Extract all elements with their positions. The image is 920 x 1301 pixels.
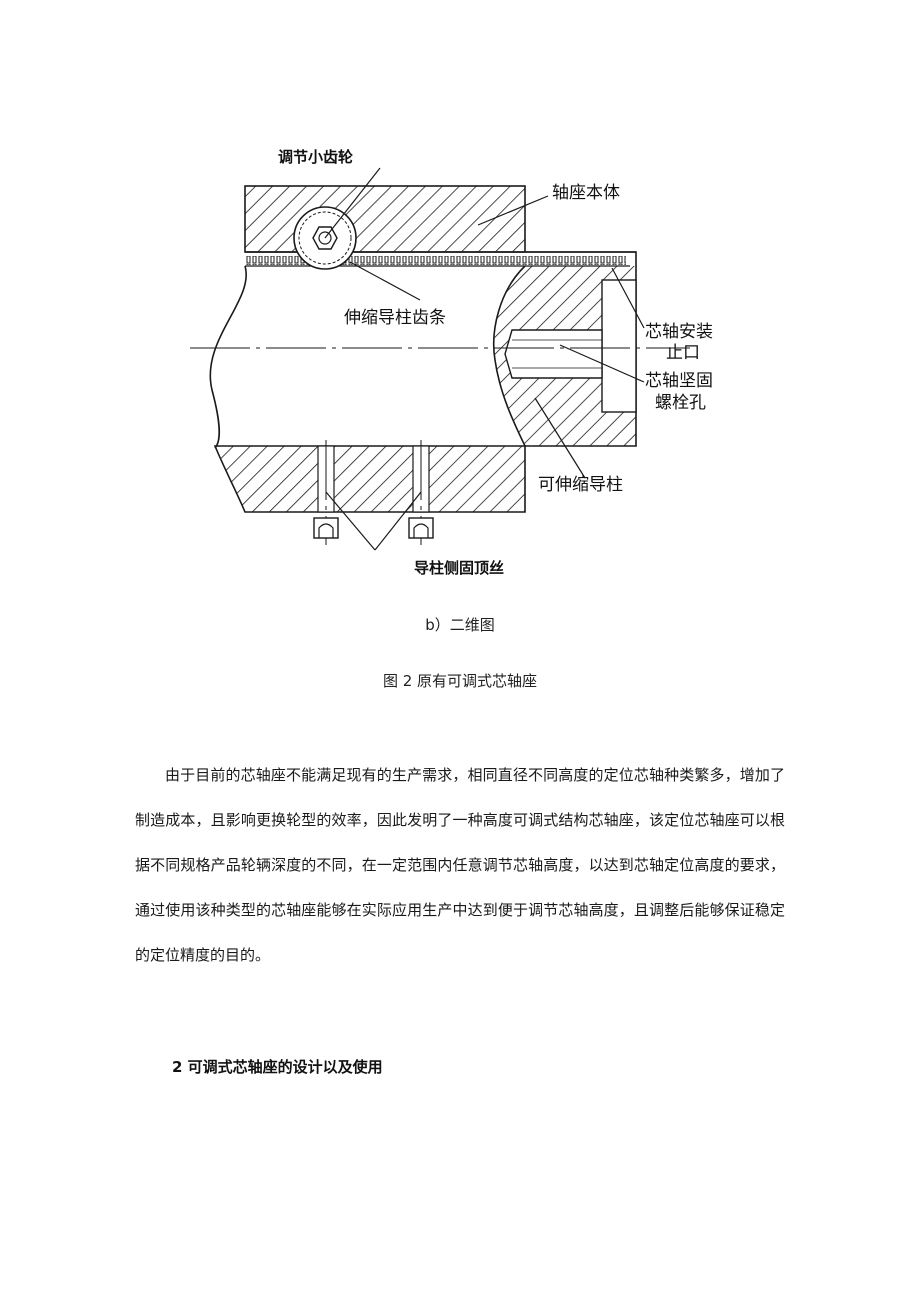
label-adjust-gear: 调节小齿轮 bbox=[278, 148, 353, 166]
label-bolt-hole-line1: 芯轴坚固 bbox=[645, 371, 713, 391]
mandrel-seat-2d-drawing: 调节小齿轮 轴座本体 伸缩导柱齿条 芯轴安装 止口 芯轴坚固 螺栓孔 可伸缩导柱… bbox=[190, 148, 713, 577]
seat-body-bottom bbox=[213, 440, 526, 545]
body-paragraph: 由于目前的芯轴座不能满足现有的生产需求，相同直径不同高度的定位芯轴种类繁多，增加… bbox=[135, 766, 785, 964]
label-mandrel-stop-line2: 止口 bbox=[666, 343, 700, 363]
seat-body-top bbox=[244, 185, 526, 253]
subfigure-caption: b）二维图 bbox=[425, 616, 495, 634]
side-set-screws bbox=[313, 517, 434, 539]
label-mandrel-stop-line1: 芯轴安装 bbox=[645, 322, 713, 342]
label-extendable-guide: 可伸缩导柱 bbox=[538, 475, 623, 495]
leader-lines bbox=[324, 167, 645, 551]
label-guide-rack: 伸缩导柱齿条 bbox=[344, 308, 446, 328]
figure-caption: 图 2 原有可调式芯轴座 bbox=[382, 672, 538, 690]
label-seat-body: 轴座本体 bbox=[552, 183, 620, 203]
section-heading: 2 可调式芯轴座的设计以及使用 bbox=[172, 1058, 383, 1076]
label-bolt-hole-line2: 螺栓孔 bbox=[655, 393, 706, 413]
extendable-guide-cap bbox=[492, 251, 637, 447]
guide-break-line bbox=[209, 265, 248, 449]
label-side-set-screw: 导柱侧固顶丝 bbox=[414, 559, 504, 577]
